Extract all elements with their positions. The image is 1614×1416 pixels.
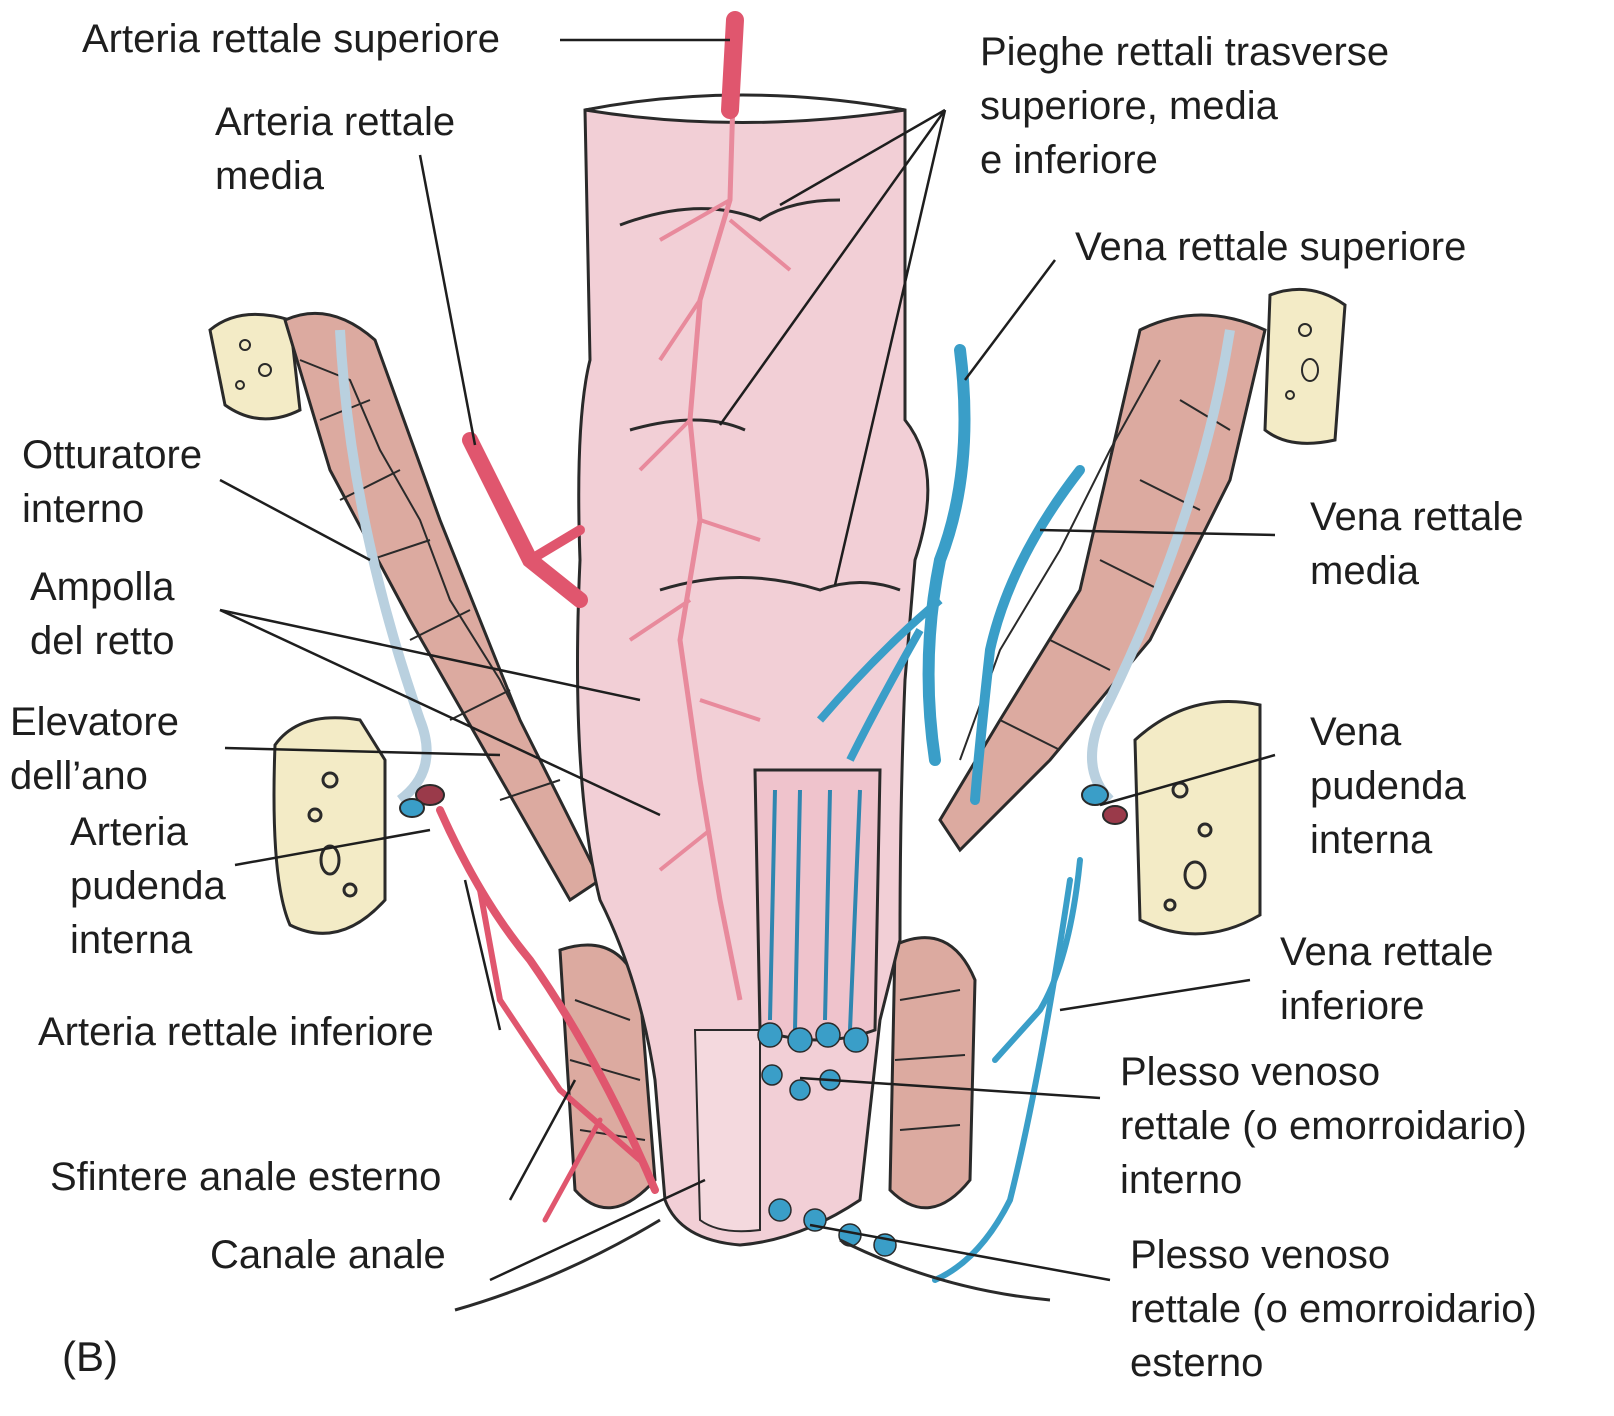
label-otturatore-interno: Otturatore interno: [22, 428, 202, 536]
label-vena-pudenda-interna: Vena pudenda interna: [1310, 705, 1466, 867]
label-arteria-rettale-media: Arteria rettale media: [215, 95, 455, 203]
bone-right-lower: [1135, 702, 1260, 934]
label-arteria-pudenda-interna: Arteria pudenda interna: [70, 805, 226, 967]
label-vena-rettale-inferiore: Vena rettale inferiore: [1280, 925, 1494, 1033]
label-elevatore-dell-ano: Elevatore dell’ano: [10, 695, 179, 803]
bone-right-upper: [1265, 289, 1345, 443]
label-sfintere-anale-esterno: Sfintere anale esterno: [50, 1150, 441, 1204]
label-ampolla-del-retto: Ampolla del retto: [30, 560, 175, 668]
panel-letter: (B): [62, 1330, 118, 1384]
label-arteria-rettale-superiore: Arteria rettale superiore: [82, 12, 500, 66]
label-vena-rettale-media: Vena rettale media: [1310, 490, 1524, 598]
label-arteria-rettale-inferiore: Arteria rettale inferiore: [38, 1005, 434, 1059]
label-plesso-venoso-esterno: Plesso venoso rettale (o emorroidario) e…: [1130, 1228, 1537, 1390]
label-plesso-venoso-interno: Plesso venoso rettale (o emorroidario) i…: [1120, 1045, 1527, 1207]
label-vena-rettale-superiore: Vena rettale superiore: [1075, 220, 1466, 274]
label-pieghe-rettali-trasverse: Pieghe rettali trasverse superiore, medi…: [980, 25, 1389, 187]
label-canale-anale: Canale anale: [210, 1228, 446, 1282]
